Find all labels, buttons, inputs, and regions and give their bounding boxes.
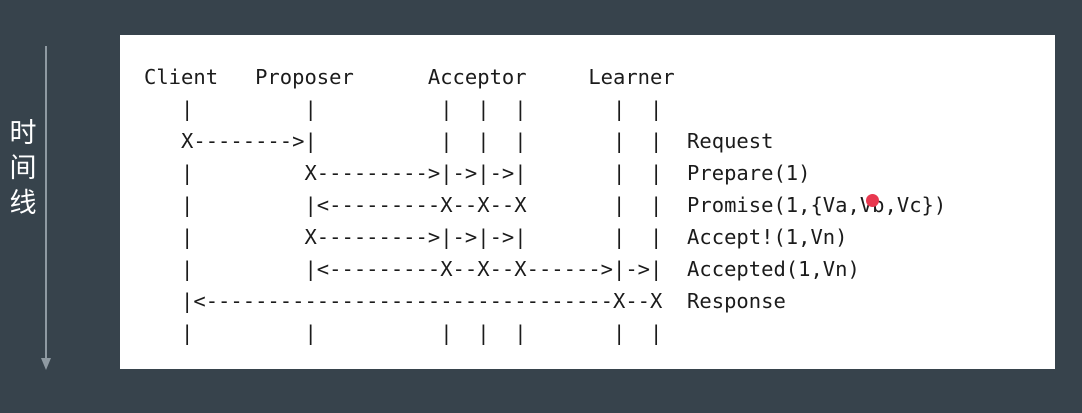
- message-row-prepare: | X--------->|->|->| | | Prepare(1): [144, 161, 811, 185]
- paxos-sequence-diagram: Client Proposer Acceptor Learner | | | |…: [144, 61, 946, 349]
- timeline-label-char: 间: [9, 153, 37, 184]
- message-row-accepted: | |<---------X--X--X------>|->| Accepted…: [144, 257, 860, 281]
- message-row-promise: | |<---------X--X--X | | Promise(1,{Va,V…: [144, 193, 947, 217]
- timeline-label: 时 间 线: [5, 116, 41, 221]
- message-row-response: |<---------------------------------X--X …: [144, 289, 786, 313]
- message-row-request: X-------->| | | | | | Request: [144, 129, 774, 153]
- lifeline-row: | | | | | | |: [144, 97, 663, 121]
- timeline-arrow: [41, 46, 51, 370]
- timeline-label-char: 线: [9, 188, 37, 219]
- participant-header-row: Client Proposer Acceptor Learner: [144, 65, 675, 89]
- pointer-dot: [866, 194, 879, 207]
- lifeline-row: | | | | | | |: [144, 321, 663, 345]
- diagram-panel: Client Proposer Acceptor Learner | | | |…: [120, 35, 1055, 369]
- timeline-label-char: 时: [9, 118, 37, 149]
- message-row-accept: | X--------->|->|->| | | Accept!(1,Vn): [144, 225, 848, 249]
